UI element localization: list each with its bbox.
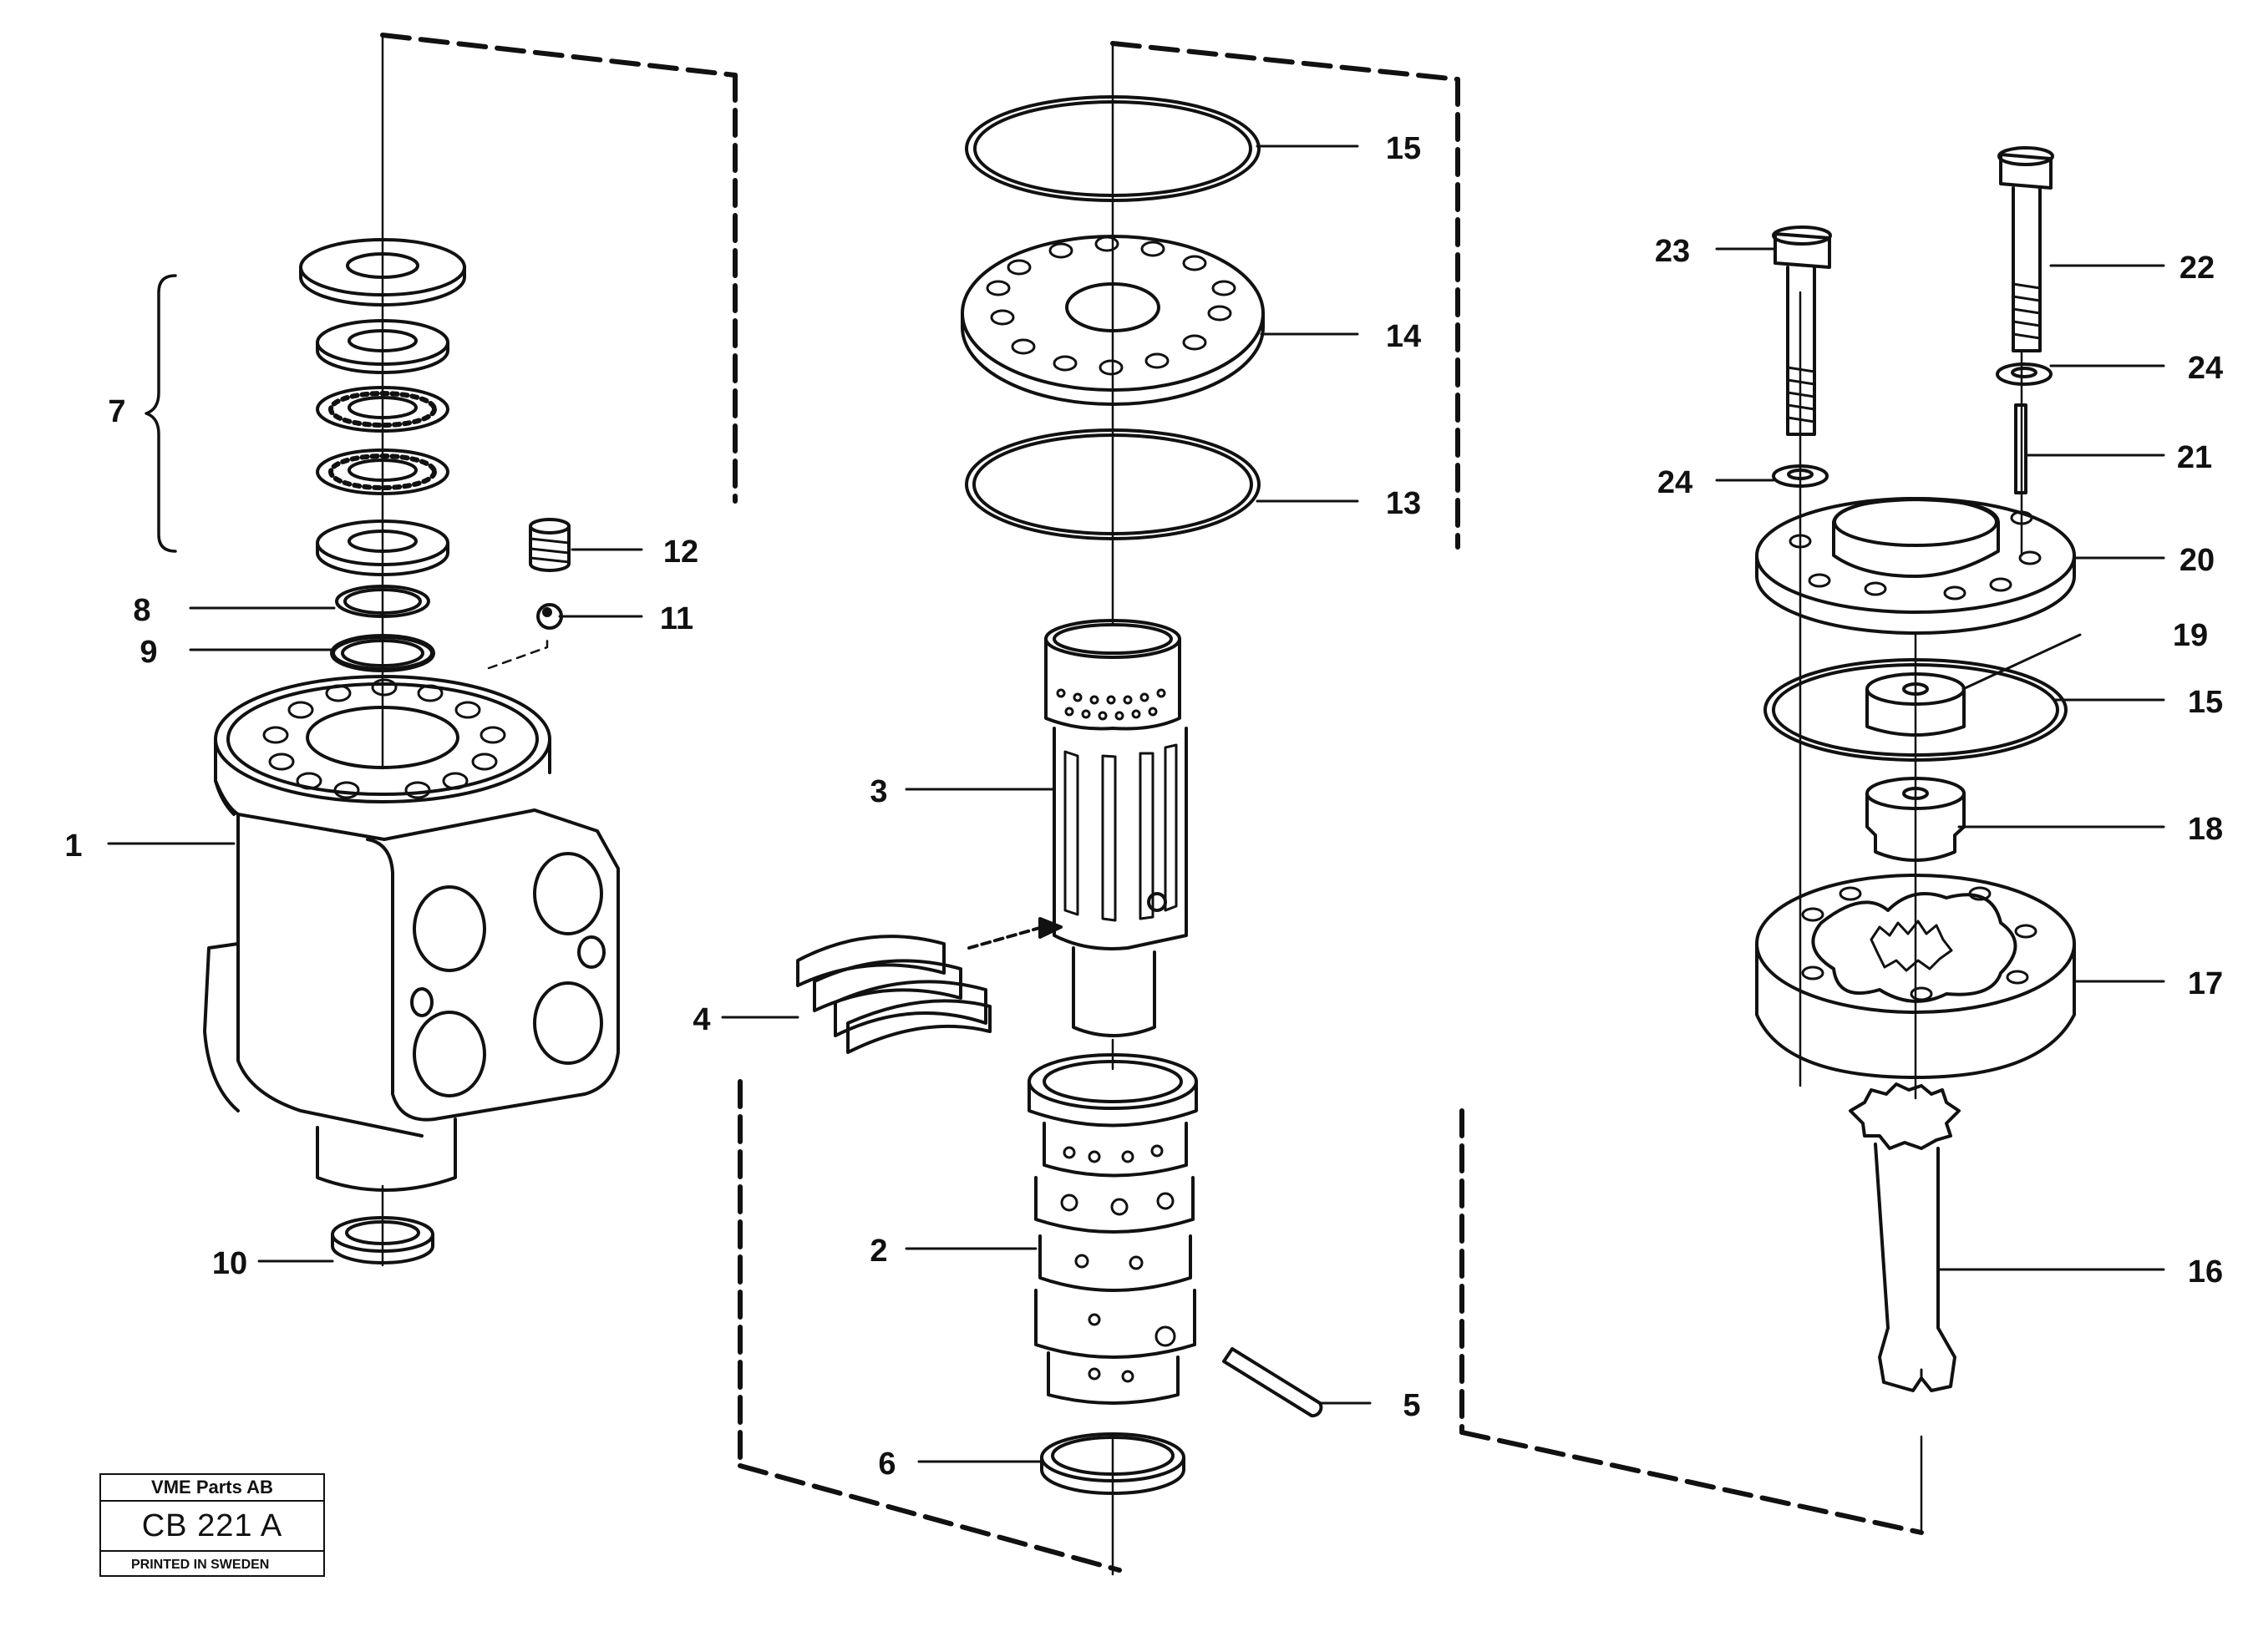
end-cover-20 (1755, 497, 2076, 635)
label-part-23: 23 (1655, 234, 1690, 269)
pin-21 (2014, 403, 2027, 494)
label-part-12: 12 (663, 535, 698, 570)
valve-housing (203, 675, 620, 1192)
needle-bearing-upper (316, 386, 449, 433)
stamp-code: CB 221 A (101, 1502, 323, 1552)
springs-4 (796, 917, 1063, 1054)
label-part-14: 14 (1386, 319, 1421, 354)
label-part-11: 11 (660, 601, 693, 636)
label-part-17: 17 (2188, 966, 2223, 1001)
bolt-23 (1772, 226, 1832, 436)
label-part-7: 7 (108, 394, 125, 429)
pin-5 (1222, 1347, 1323, 1418)
plug-12 (529, 518, 571, 572)
stamp-printed: PRINTED IN SWEDEN (131, 1558, 270, 1572)
label-part-20: 20 (2179, 543, 2215, 578)
sleeve-2 (1028, 1053, 1198, 1405)
o-ring-13 (965, 428, 1261, 540)
label-part-4: 4 (693, 1002, 710, 1037)
thrust-washer-bottom (316, 519, 449, 576)
spacer-plate-14 (961, 235, 1265, 406)
label-part-18: 18 (2188, 812, 2223, 847)
label-part-3: 3 (870, 774, 887, 809)
ball-11 (536, 603, 563, 630)
label-part-13: 13 (1386, 486, 1421, 521)
label-part-21: 21 (2177, 440, 2212, 475)
thrust-washer-top (299, 238, 466, 307)
label-part-8: 8 (133, 593, 150, 628)
gear-set-17 (1755, 874, 2076, 1079)
label-part-6: 6 (878, 1447, 896, 1482)
label-part-15-top: 15 (1386, 131, 1421, 166)
label-part-24-right: 24 (2188, 351, 2223, 386)
bolt-22 (1997, 146, 2054, 352)
washer-24-right (1996, 362, 2053, 386)
label-part-9: 9 (140, 635, 157, 670)
stamp-company: VME Parts AB (101, 1475, 323, 1502)
ring-6 (1040, 1432, 1185, 1495)
title-stamp: VME Parts AB CB 221 A PRINTED IN SWEDEN (99, 1473, 325, 1577)
spool-3 (1044, 619, 1188, 1037)
label-part-10: 10 (212, 1246, 247, 1281)
dashed-guide-lines (380, 33, 1924, 1573)
leader-lines (107, 144, 2165, 1463)
axis-lines (381, 33, 2023, 1576)
label-part-5: 5 (1403, 1388, 1420, 1423)
seal-ring-9 (330, 634, 435, 672)
label-part-22: 22 (2179, 251, 2215, 286)
bushing-18 (1865, 777, 1966, 862)
label-part-16: 16 (2188, 1254, 2223, 1290)
label-part-19: 19 (2173, 618, 2208, 653)
thrust-washer (316, 319, 449, 374)
label-part-24-left: 24 (1657, 465, 1692, 500)
label-part-15-right: 15 (2188, 685, 2223, 720)
seal-ring-8 (335, 585, 430, 618)
label-part-1: 1 (64, 829, 82, 864)
washer-24-left (1772, 464, 1829, 488)
cardan-shaft-16 (1849, 1082, 1961, 1392)
bracket-7 (145, 274, 177, 553)
o-ring-15-top (965, 95, 1261, 202)
part-number-labels: 1 2 3 4 5 6 7 8 9 10 11 12 13 14 15 15 1… (64, 131, 2223, 1482)
o-ring-15-right (1763, 658, 2068, 762)
seal-ring-10 (331, 1216, 434, 1264)
needle-bearing-lower (316, 448, 449, 495)
label-part-2: 2 (870, 1234, 887, 1269)
